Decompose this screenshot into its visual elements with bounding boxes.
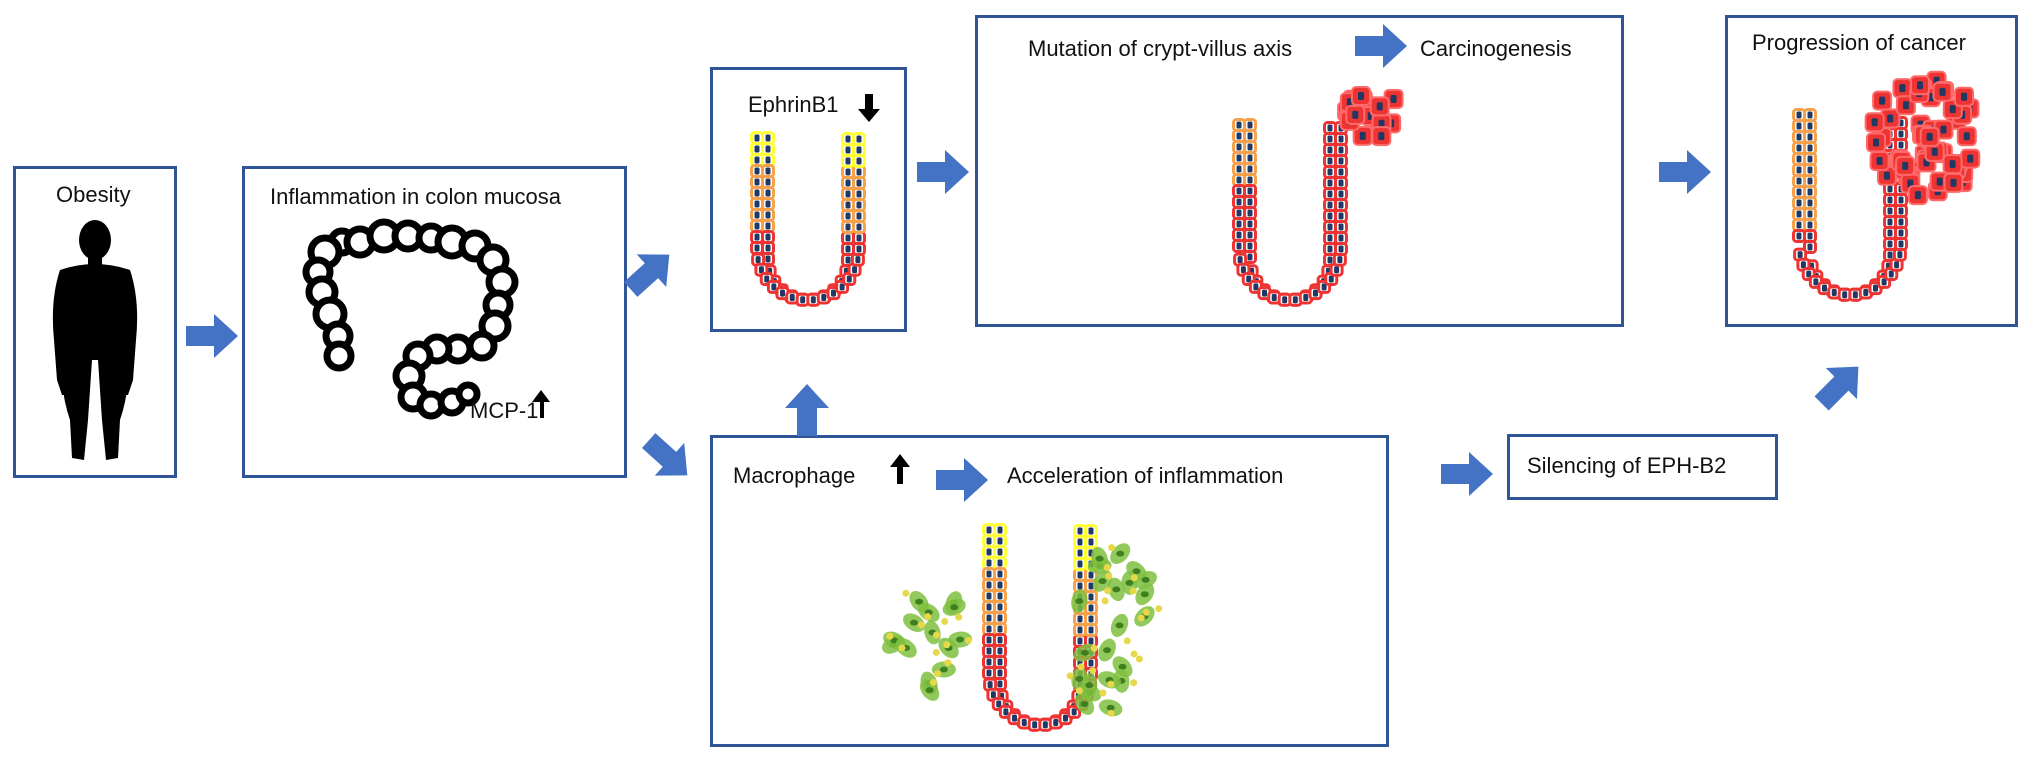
mcp1-label: MCP-1 [470, 398, 539, 423]
arrow-inflammation-to-macrophage [633, 424, 703, 492]
acceleration-label: Acceleration of inflammation [1007, 463, 1284, 488]
up-arrow-icon [532, 390, 550, 418]
down-arrow-icon [858, 94, 880, 122]
colon-icon [302, 218, 519, 420]
crypt-icon [1232, 118, 1348, 307]
arrow-macrophage-inline [936, 458, 988, 502]
macrophage-box [710, 435, 1389, 747]
crypt-illustrations [750, 108, 1908, 732]
arrow-macrophage-to-silencing [1441, 452, 1493, 496]
carcinogenesis-label: Carcinogenesis [1420, 36, 1572, 61]
silencing-box [1507, 434, 1778, 500]
macrophage-icon [1071, 543, 1163, 663]
arrow-silencing-to-progression [1806, 351, 1874, 419]
macrophage-clusters [881, 543, 1163, 717]
tumor-cluster [1864, 70, 1981, 206]
ephrin-label: EphrinB1 [748, 92, 839, 117]
flow-arrows [186, 24, 1874, 502]
silencing-label: Silencing of EPH-B2 [1527, 453, 1727, 478]
arrow-macrophage-to-ephrin [785, 384, 829, 436]
up-arrow-icon [890, 454, 910, 484]
tumor-clusters [1337, 70, 1981, 206]
arrow-mutation-inline [1355, 24, 1407, 68]
arrow-ephrin-to-mutation [917, 150, 969, 194]
inflammation-box [242, 166, 627, 478]
person-silhouette-icon [52, 220, 138, 460]
macrophage-icon [1066, 656, 1138, 717]
macrophage-label: Macrophage [733, 463, 856, 488]
inflammation-label: Inflammation in colon mucosa [270, 184, 562, 209]
mutation-box [975, 15, 1624, 327]
crypt-icon [750, 131, 866, 307]
tumor-cluster [1337, 85, 1404, 147]
macrophage-icon [881, 589, 973, 701]
progression-label: Progression of cancer [1752, 30, 1966, 55]
obesity-label: Obesity [56, 182, 131, 207]
arrow-obesity-to-inflammation [186, 314, 238, 358]
marker-arrows [532, 94, 910, 484]
crypt-icon [982, 523, 1098, 732]
mutation-label: Mutation of crypt-villus axis [1028, 36, 1293, 61]
arrow-mutation-to-progression [1659, 150, 1711, 194]
arrow-inflammation-to-ephrin [615, 238, 685, 306]
